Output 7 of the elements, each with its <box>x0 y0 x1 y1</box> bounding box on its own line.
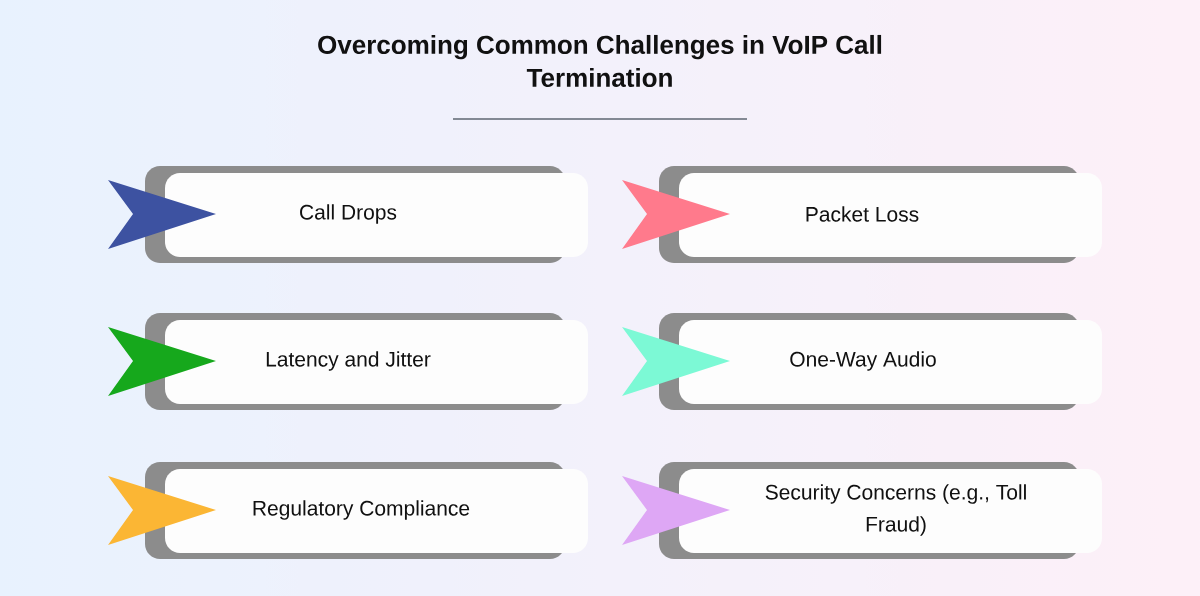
challenge-card: Call Drops <box>145 166 588 263</box>
challenge-card: Security Concerns (e.g., Toll Fraud) <box>659 462 1102 559</box>
challenge-card: One-Way Audio <box>659 313 1102 410</box>
challenge-card: Latency and Jitter <box>145 313 588 410</box>
challenge-card: Regulatory Compliance <box>145 462 588 559</box>
challenge-card: Packet Loss <box>659 166 1102 263</box>
title: Overcoming Common Challenges in VoIP Call Termination <box>318 34 882 88</box>
